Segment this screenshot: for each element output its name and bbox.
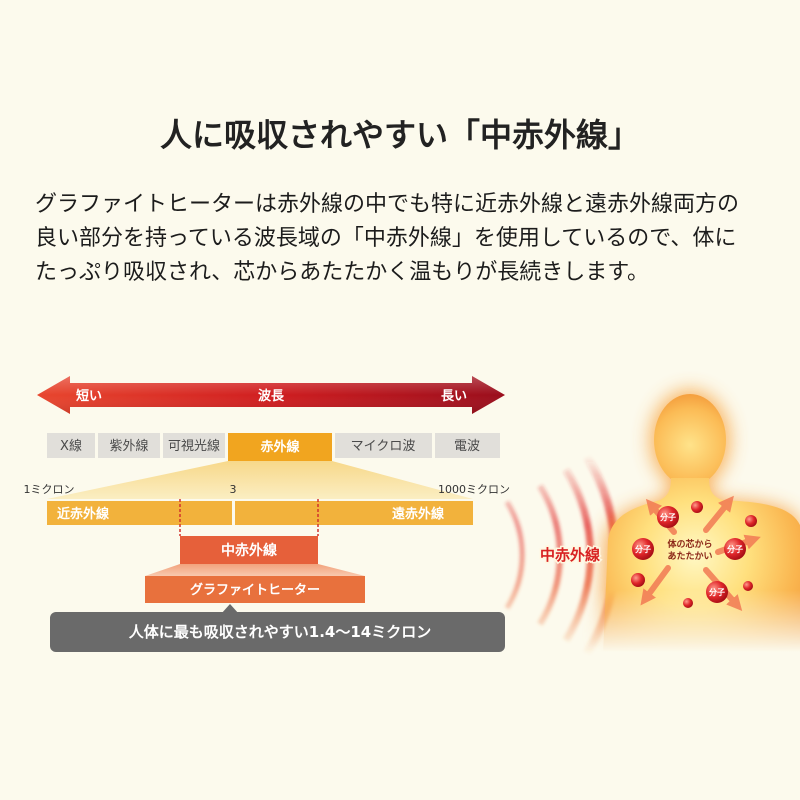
spectrum-label-visible: 可視光線: [168, 438, 220, 454]
heater-connector-fan: [145, 564, 365, 576]
spectrum-box-infrared: [228, 433, 332, 461]
spectrum-label-xray: X線: [60, 438, 82, 454]
molecule-dot: [745, 515, 757, 527]
spectrum-box-xray: [47, 433, 95, 458]
description-line-1: グラファイトヒーターは赤外線の中でも特に近赤外線と遠赤外線両方の: [35, 192, 740, 217]
far-infrared-label: 遠赤外線: [392, 506, 445, 522]
page-title: 人に吸収されやすい「中赤外線」: [159, 116, 640, 154]
wavelength-arrow-shine: [37, 376, 505, 414]
spectrum-box-radio: [435, 433, 500, 458]
absorption-note-pill: [50, 612, 505, 652]
core-text-line-1: 体の芯から: [667, 538, 712, 550]
molecule-label-3: 分子: [727, 544, 743, 554]
molecule-icon: 分子 分子 分子 分子: [632, 506, 746, 603]
infrared-expansion-fan: [47, 461, 473, 499]
core-text-line-2: あたたかい: [667, 551, 712, 562]
spectrum-label-infrared: 赤外線: [260, 439, 300, 455]
molecule-dot: [691, 501, 703, 513]
far-infrared-band: [235, 501, 473, 525]
graphite-heater-label: グラファイトヒーター: [190, 582, 320, 598]
molecule-dot: [631, 573, 645, 587]
arrow-label-short: 短い: [76, 388, 102, 404]
spectrum-box-visible: [163, 433, 225, 458]
molecule-label-2: 分子: [635, 544, 651, 554]
molecule-label-4: 分子: [709, 587, 725, 597]
graphite-heater-box: [145, 576, 365, 603]
heat-wave-arc-3: [563, 468, 594, 642]
molecule-ball-2: [632, 538, 654, 560]
outward-arrow-icon: [703, 495, 734, 533]
infrared-band-bar: 近赤外線 遠赤外線: [47, 501, 473, 525]
heat-wave-arc-1: [504, 500, 525, 610]
wave-label: 中赤外線: [540, 546, 600, 564]
description-line-3: たっぷり吸収され、芯からあたたかく温もりが長続きします。: [35, 260, 650, 285]
near-infrared-band: [47, 501, 232, 525]
arrow-label-long: 長い: [441, 389, 467, 404]
molecule-ball-3: [724, 538, 746, 560]
outward-arrow-icon: [640, 565, 671, 606]
spectrum-label-microwave: マイクロ波: [351, 439, 416, 454]
molecule-ball-4: [706, 581, 728, 603]
spectrum-row: X線 紫外線 可視光線 赤外線 マイクロ波 電波: [47, 433, 500, 461]
spectrum-label-radio: 電波: [454, 439, 480, 454]
description: グラファイトヒーターは赤外線の中でも特に近赤外線と遠赤外線両方の 良い部分を持っ…: [35, 188, 775, 290]
molecule-label-1: 分子: [660, 512, 676, 522]
description-line-2: 良い部分を持っている波長域の「中赤外線」を使用しているので、体に: [35, 226, 737, 251]
scale-label-max: 1000ミクロン: [438, 483, 510, 496]
scale-label-mid: 3: [230, 483, 237, 496]
mid-infrared-box: [180, 536, 318, 564]
molecule-ball-1: [657, 506, 679, 528]
pill-pointer: [221, 604, 239, 614]
molecule-dot: [743, 581, 753, 591]
small-molecules: [631, 501, 757, 608]
body-head: [654, 394, 726, 486]
mid-infrared-label: 中赤外線: [221, 542, 277, 559]
absorption-note-text: 人体に最も吸収されやすい1.4〜14ミクロン: [129, 623, 431, 641]
arrow-label-wavelength: 波長: [258, 388, 285, 404]
heat-wave-arc-2: [537, 484, 563, 626]
scale-label-min: 1ミクロン: [24, 483, 75, 496]
molecule-dot: [683, 598, 693, 608]
spectrum-box-microwave: [335, 433, 432, 458]
wavelength-arrow: 短い 波長 長い: [37, 376, 505, 414]
near-infrared-label: 近赤外線: [57, 506, 110, 522]
human-body-icon: [600, 390, 800, 655]
spectrum-label-uv: 紫外線: [109, 438, 148, 454]
spectrum-box-uv: [98, 433, 160, 458]
